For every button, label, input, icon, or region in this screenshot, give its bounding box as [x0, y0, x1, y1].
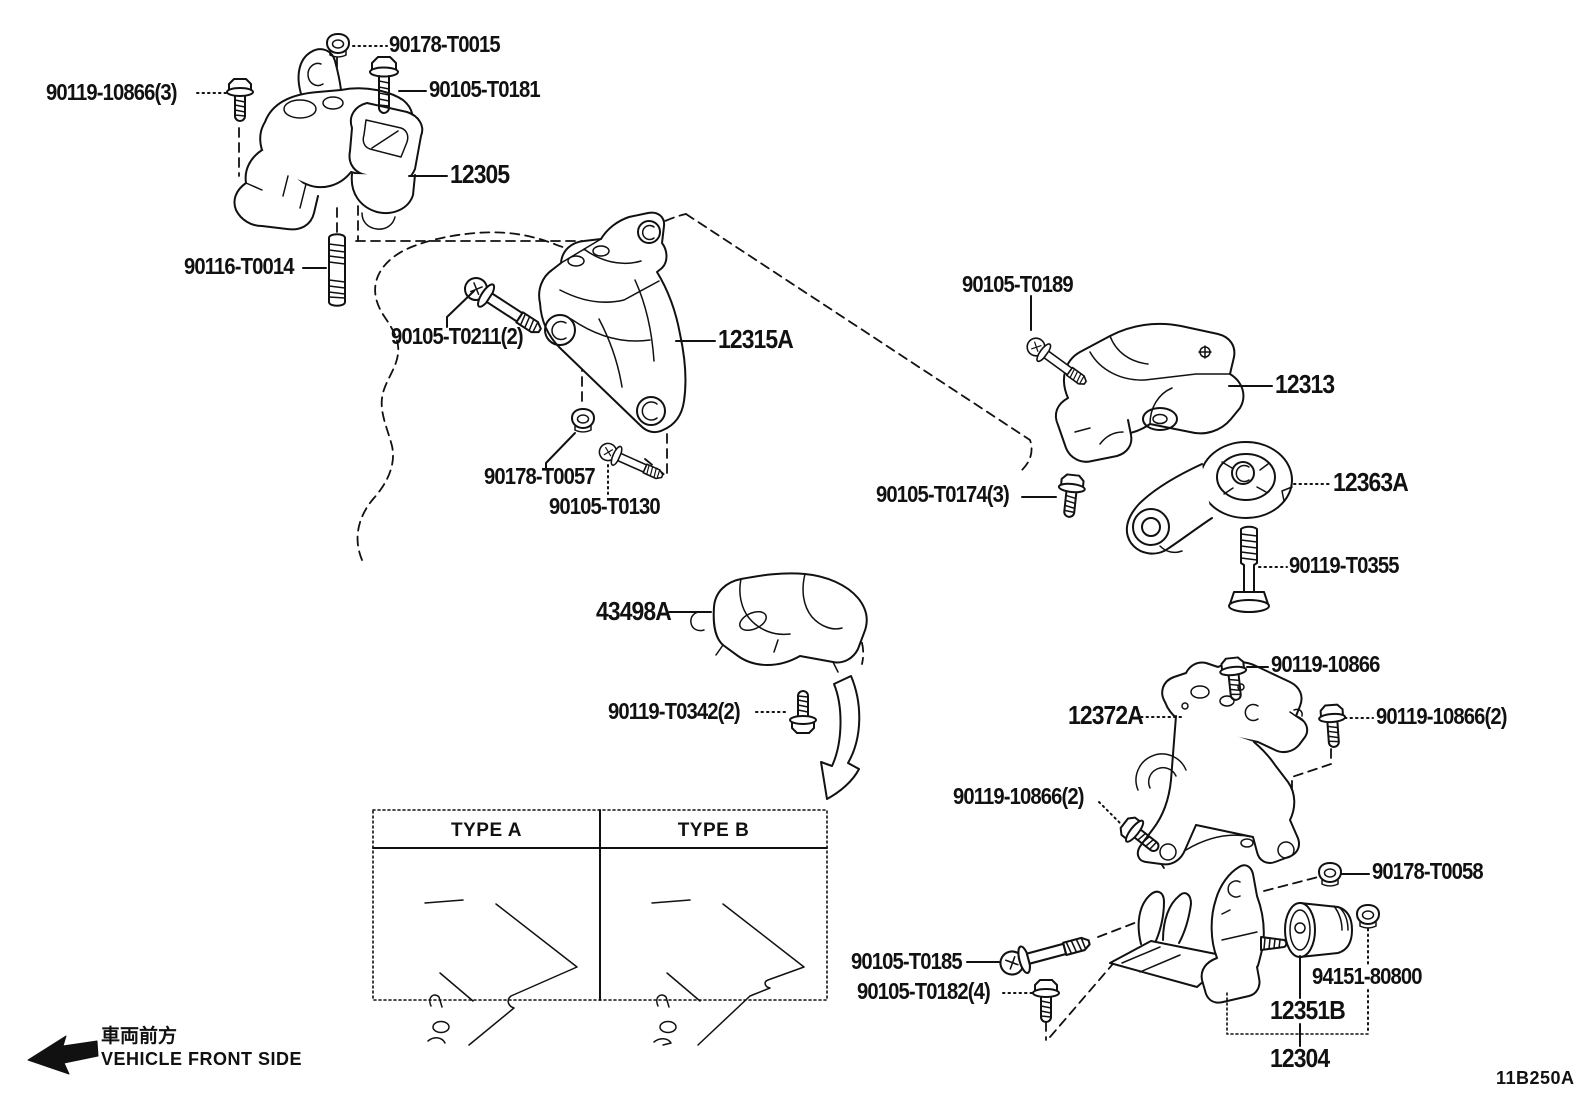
part-label-90178-T0015: 90178-T0015 [389, 31, 501, 57]
part-label-12315A: 12315A [718, 324, 794, 354]
curved-arrow-icon [820, 675, 861, 800]
part-12313-drawing [1054, 322, 1245, 463]
nut-icon-90178-T0058 [1318, 862, 1342, 887]
part-12372A-drawing [1135, 661, 1309, 866]
bolt-icon-90105-T0174 [1054, 472, 1088, 520]
part-label-90105-T0211-2: 90105-T0211(2) [391, 323, 524, 349]
part-label-90105-T0181: 90105-T0181 [429, 76, 541, 102]
bolt-icon-90105-T0182 [1032, 979, 1060, 1023]
bolt-icon-90119-T0342 [789, 690, 817, 734]
part-label-90119-T0342-2: 90119-T0342(2) [608, 698, 741, 724]
nut-icon-94151-80800 [1356, 904, 1380, 929]
part-label-12305: 12305 [450, 159, 510, 189]
type-a-sketch [424, 899, 578, 1046]
type-b-header: TYPE B [677, 820, 750, 841]
stud-bolt-icon-90116-T0014 [328, 233, 346, 307]
leader-lines [196, 45, 1374, 1047]
part-label-12304: 12304 [1270, 1043, 1330, 1073]
part-label-90105-T0182-4: 90105-T0182(4) [857, 978, 991, 1004]
type-a-header: TYPE A [451, 820, 522, 841]
part-12304-drawing [1109, 864, 1288, 1004]
bolt-icon-90105-T0130 [595, 438, 668, 487]
part-label-43498A: 43498A [596, 596, 672, 626]
part-label-90119-10866-3: 90119-10866(3) [46, 79, 177, 105]
part-label-90119-10866: 90119-10866 [1271, 651, 1380, 677]
part-label-90116-T0014: 90116-T0014 [184, 253, 295, 279]
part-label-90105-T0185: 90105-T0185 [851, 948, 963, 974]
part-label-90105-T0130: 90105-T0130 [549, 493, 661, 519]
engine-outline [356, 213, 1033, 561]
part-label-90178-T0057: 90178-T0057 [484, 463, 596, 489]
part-label-90119-T0355: 90119-T0355 [1289, 552, 1400, 578]
part-12315A-drawing [538, 211, 687, 434]
vehicle-front-note-en: VEHICLE FRONT SIDE [101, 1049, 303, 1069]
part-12351B-drawing [1284, 902, 1353, 958]
part-label-90105-T0189: 90105-T0189 [962, 271, 1074, 297]
part-label-90105-T0174-3: 90105-T0174(3) [876, 481, 1010, 507]
part-43498A-drawing [690, 572, 868, 673]
part-label-12363A: 12363A [1333, 467, 1409, 497]
diagram-code: 11B250A [1496, 1068, 1575, 1088]
part-label-94151-80800: 94151-80800 [1312, 963, 1423, 989]
part-12363A-drawing [1125, 441, 1293, 555]
nut-icon-90178-T0015 [326, 33, 350, 58]
bolt-icon-90119-10866-2-right [1317, 703, 1349, 749]
bolt-icon-90105-T0185 [996, 928, 1094, 981]
part-label-12313: 12313 [1275, 369, 1335, 399]
type-b-sketch [651, 899, 805, 1046]
part-label-90119-10866-2-right: 90119-10866(2) [1376, 703, 1507, 729]
bolt-icon-90119-T0355 [1228, 525, 1270, 613]
bolt-icon-90119-10866-3 [226, 78, 254, 122]
vehicle-front-note-jp: 車両前方 [101, 1026, 178, 1047]
vehicle-front-arrow-icon [27, 1035, 99, 1075]
nut-icon-90178-T0057 [571, 408, 595, 433]
type-comparison-box [372, 809, 828, 1046]
part-label-90119-10866-2-left: 90119-10866(2) [953, 783, 1084, 809]
part-12305-drawing [233, 48, 424, 231]
part-label-90178-T0058: 90178-T0058 [1372, 858, 1484, 884]
part-label-12351B: 12351B [1270, 995, 1346, 1025]
part-label-12372A: 12372A [1068, 700, 1144, 730]
